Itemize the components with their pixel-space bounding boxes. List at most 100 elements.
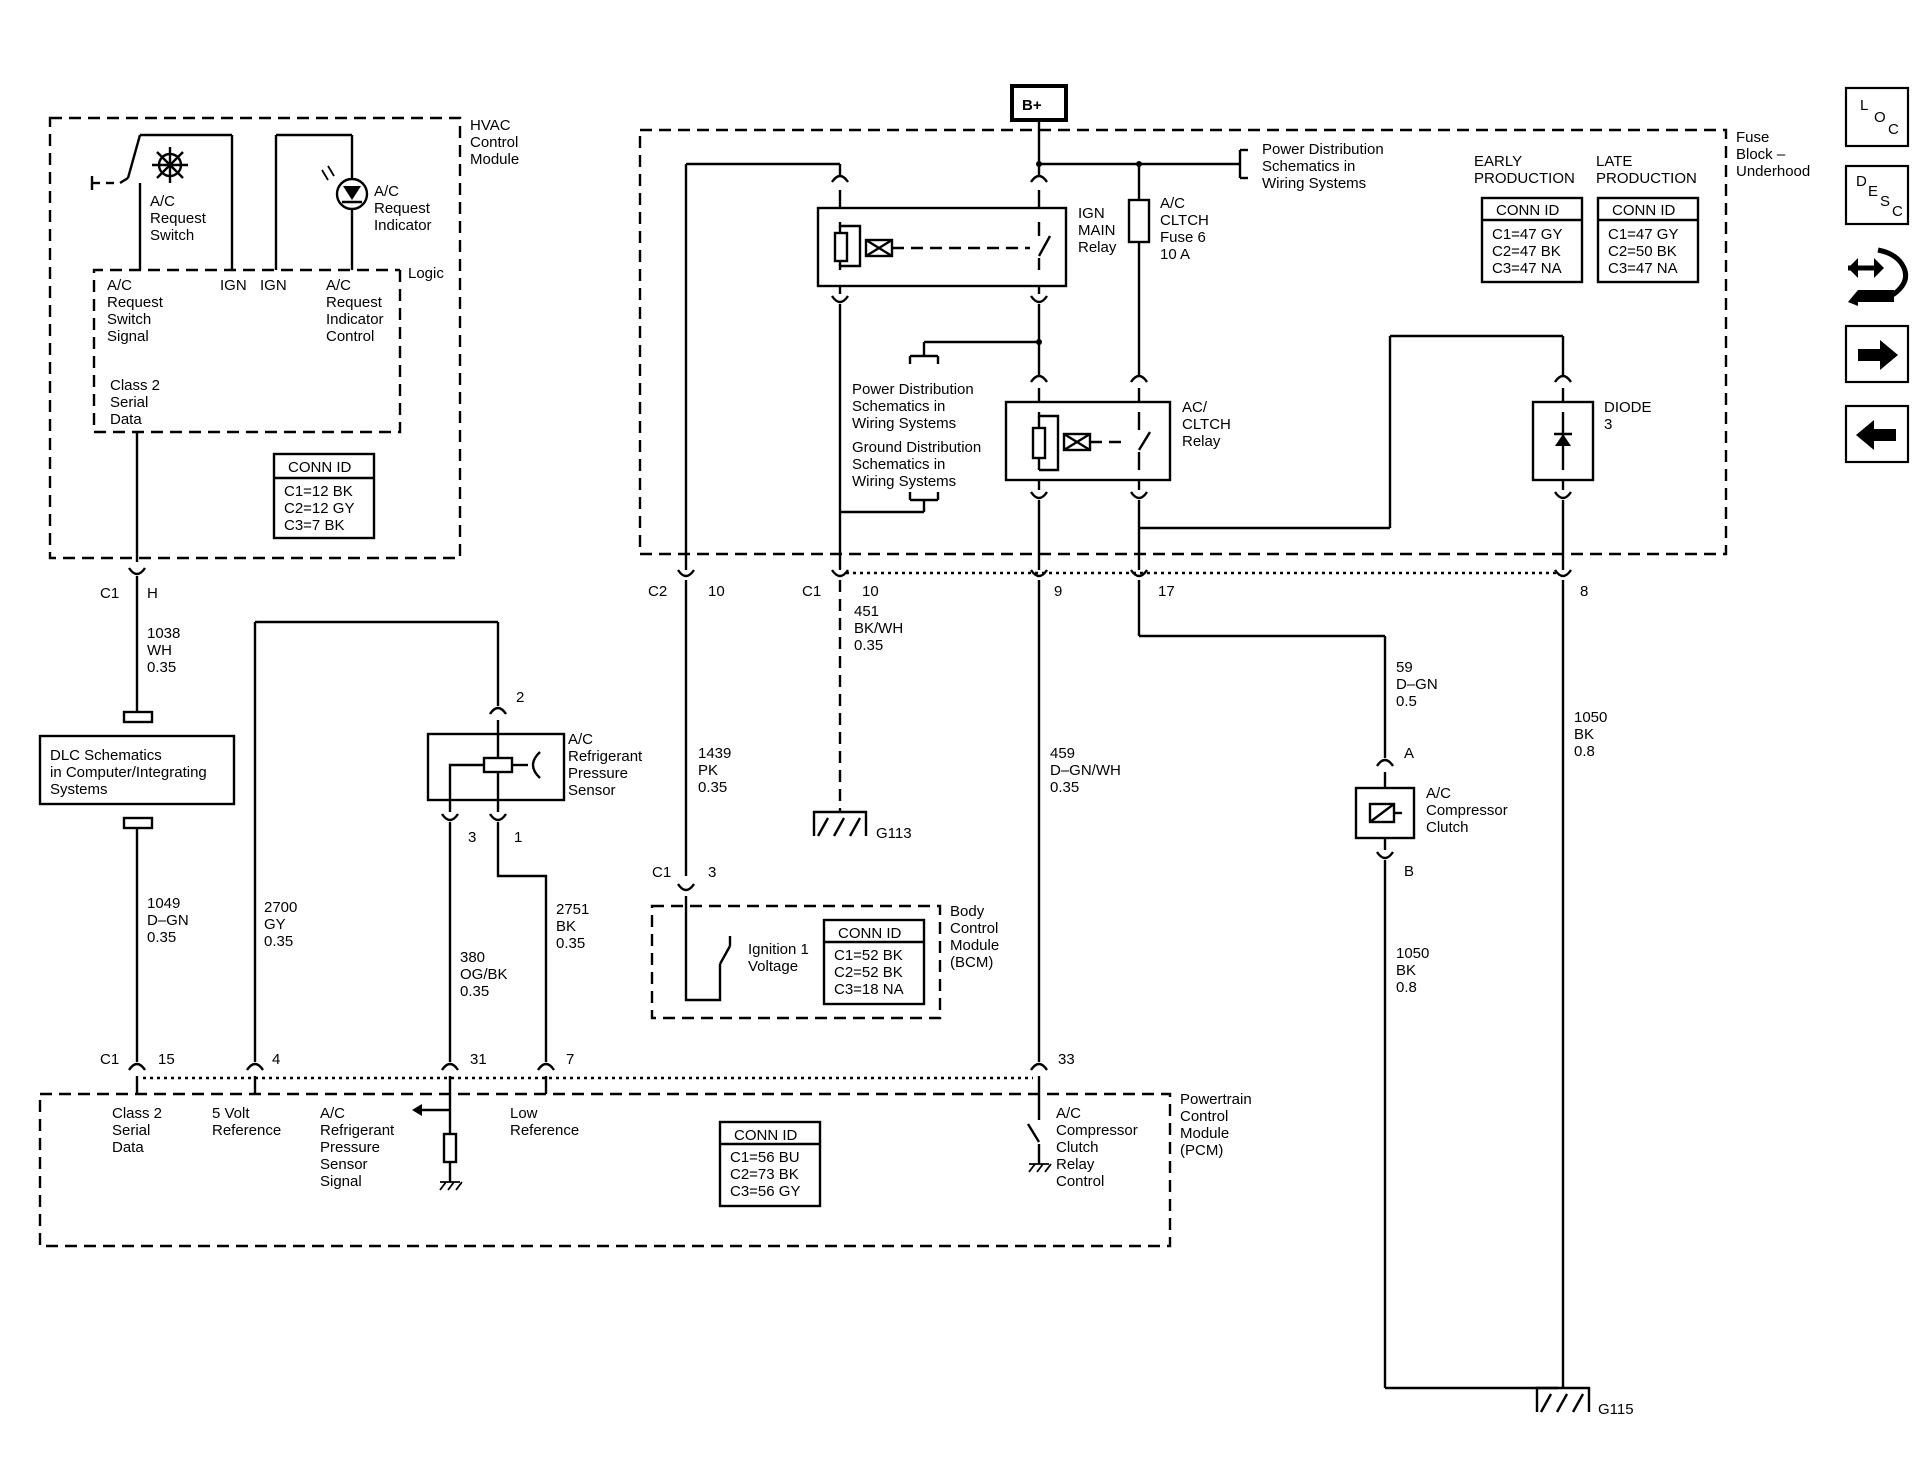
- svg-text:C3=47 NA: C3=47 NA: [1492, 260, 1562, 277]
- svg-text:AC/ CLTCH Rela: AC/ CLTCH Relay: [1182, 399, 1235, 450]
- dlc-schematics-reference: DLC Schematics in Computer/Integrating S…: [38, 710, 236, 830]
- late-production-label: LATE PRODUCTION: [1596, 153, 1697, 187]
- c1-pin-label: 10: [862, 583, 879, 600]
- ground-g113: G113: [812, 810, 912, 842]
- ac-request-indicator-label: A/C Request Indicator: [374, 183, 434, 234]
- svg-text:C: C: [1892, 203, 1903, 220]
- connector-icon: [1848, 247, 1909, 306]
- wire-380-label: 380 OG/BK 0.35: [460, 949, 512, 1000]
- pcm-label: Powertrain Control Module (PCM): [1180, 1091, 1256, 1159]
- previous-button[interactable]: [1844, 404, 1910, 464]
- svg-text:E: E: [1868, 183, 1878, 200]
- svg-text:IGN MAIN Relay: IGN MAIN Relay: [1078, 205, 1120, 256]
- logic-block: Logic IGN IGN A/C Request Switch Signal …: [92, 265, 444, 434]
- svg-text:CONN ID: CONN ID: [1612, 202, 1676, 219]
- ac-clutch-relay: AC/ CLTCH Relay: [1004, 374, 1235, 500]
- ign-main-relay: IGN MAIN Relay: [816, 174, 1120, 304]
- c1-label: C1: [802, 583, 821, 600]
- pcm-conn-id-table: CONN ID C1=56 BU C2=73 BK C3=56 GY: [718, 1120, 822, 1208]
- diode-3: DIODE 3: [1531, 374, 1656, 500]
- power-dist-top-label: Power Distribution Schematics in Wiring …: [1262, 141, 1388, 192]
- pcm-sensor-signal-label: A/C Refrigerant Pressure Sensor Signal: [320, 1105, 398, 1190]
- svg-text:CONN ID: CONN ID: [734, 1127, 798, 1144]
- switch-signal-label: A/C Request Switch Signal: [107, 277, 167, 345]
- early-production-label: EARLY PRODUCTION: [1474, 153, 1575, 187]
- svg-text:1: 1: [514, 829, 522, 846]
- wire-2751-label: 2751 BK 0.35: [556, 901, 594, 952]
- arrow-right-icon: [1858, 340, 1898, 370]
- svg-text:O: O: [1874, 109, 1886, 126]
- late-conn-id-table: CONN ID C1=47 GY C2=50 BK C3=47 NA: [1596, 196, 1700, 284]
- svg-text:C2=47 BK: C2=47 BK: [1492, 243, 1561, 260]
- svg-text:G113: G113: [876, 825, 912, 842]
- powertrain-control-module: Powertrain Control Module (PCM) Class 2 …: [38, 1076, 1256, 1248]
- svg-text:D: D: [1856, 173, 1867, 190]
- bcm-c1-label: C1: [652, 864, 671, 881]
- hvac-c1-label: C1: [100, 585, 119, 602]
- c2-pin-label: 10: [708, 583, 725, 600]
- svg-text:C2=52 BK: C2=52 BK: [834, 964, 903, 981]
- loc-button[interactable]: L O C: [1844, 86, 1910, 148]
- pcm-low-ref-label: Low Reference: [510, 1105, 579, 1139]
- connector-view-button[interactable]: [1848, 247, 1909, 306]
- hvac-control-module: HVAC Control Module A/C Request: [48, 116, 519, 560]
- svg-text:CONN ID: CONN ID: [288, 459, 352, 476]
- ign-label-2: IGN: [260, 277, 287, 294]
- pin-17-label: 17: [1158, 583, 1175, 600]
- svg-text:C2=50 BK: C2=50 BK: [1608, 243, 1677, 260]
- fuse-block-underhood: Fuse Block – Underhood EARLY PRODUCTION …: [638, 128, 1810, 570]
- desc-button[interactable]: D E S C: [1844, 164, 1910, 226]
- pcm-relay-control-label: A/C Compressor Clutch Relay Control: [1056, 1105, 1142, 1190]
- wire-459-label: 459 D–GN/WH 0.35: [1050, 745, 1125, 796]
- hvac-conn-id-table: CONN ID C1=12 BK C2=12 GY C3=7 BK: [272, 452, 376, 540]
- ign-label-1: IGN: [220, 277, 247, 294]
- bcm-label: Body Control Module (BCM): [950, 903, 1003, 971]
- wire-59-label: 59 D–GN 0.5: [1396, 659, 1442, 710]
- ground-g115: G115: [1535, 1386, 1634, 1418]
- logic-label: Logic: [408, 265, 444, 282]
- svg-text:2: 2: [516, 689, 524, 706]
- svg-text:C1=12 BK: C1=12 BK: [284, 483, 353, 500]
- svg-text:C3=56 GY: C3=56 GY: [730, 1183, 800, 1200]
- hvac-h-label: H: [147, 585, 158, 602]
- battery-positive-terminal: B+: [1010, 84, 1068, 130]
- next-button[interactable]: [1844, 324, 1910, 384]
- svg-text:C1=56 BU: C1=56 BU: [730, 1149, 800, 1166]
- ac-refrigerant-pressure-sensor: 2 3 1 A/C Refrigerant Pressure Sensor: [426, 689, 646, 846]
- svg-text:A/C Refrigerant Pr: A/C Refrigerant Pressure Sensor: [568, 731, 646, 799]
- pin-9-label: 9: [1054, 583, 1062, 600]
- svg-text:CONN ID: CONN ID: [1496, 202, 1560, 219]
- svg-text:B+: B+: [1022, 97, 1042, 114]
- wire-1050-diode-label: 1050 BK 0.8: [1574, 709, 1612, 760]
- bcm-pin-label: 3: [708, 864, 716, 881]
- c2-label: C2: [648, 583, 667, 600]
- wire-2700-label: 2700 GY 0.35: [264, 899, 302, 950]
- svg-text:C2=12 GY: C2=12 GY: [284, 500, 354, 517]
- svg-text:CONN ID: CONN ID: [838, 925, 902, 942]
- body-control-module: Ignition 1 Voltage CONN ID C1=52 BK C2=5…: [650, 896, 1003, 1020]
- pcm-c1-label: C1: [100, 1051, 119, 1068]
- svg-text:C1=52 BK: C1=52 BK: [834, 947, 903, 964]
- ac-request-switch-label: A/C Request Switch: [150, 193, 210, 244]
- ac-request-indicator: A/C Request Indicator: [274, 133, 434, 270]
- svg-text:A/C Compressor Clu: A/C Compressor Clutch: [1426, 785, 1512, 836]
- arrow-left-icon: [1856, 420, 1896, 450]
- svg-text:DIODE 3: DIODE 3: [1604, 399, 1656, 433]
- ac-clutch-fuse: A/C CLTCH Fuse 6 10 A: [1127, 164, 1209, 376]
- wire-1050-clutch-label: 1050 BK 0.8: [1396, 945, 1434, 996]
- svg-text:C: C: [1888, 121, 1899, 138]
- early-conn-id-table: CONN ID C1=47 GY C2=47 BK C3=47 NA: [1480, 196, 1584, 284]
- pcm-31-label: 31: [470, 1051, 487, 1068]
- wire-1038-label: 1038 WH 0.35: [147, 625, 185, 676]
- fuse-block-label: Fuse Block – Underhood: [1736, 129, 1810, 180]
- svg-text:C1=47 GY: C1=47 GY: [1492, 226, 1562, 243]
- snowflake-icon: [152, 147, 188, 183]
- pcm-7-label: 7: [566, 1051, 574, 1068]
- power-dist-mid-label: Power Distribution Schematics in Wiring …: [852, 381, 978, 432]
- pcm-4-label: 4: [272, 1051, 280, 1068]
- svg-text:C2=73 BK: C2=73 BK: [730, 1166, 799, 1183]
- pin-8-label: 8: [1580, 583, 1588, 600]
- pcm-serial-label: Class 2 Serial Data: [112, 1105, 166, 1156]
- pcm-15-label: 15: [158, 1051, 175, 1068]
